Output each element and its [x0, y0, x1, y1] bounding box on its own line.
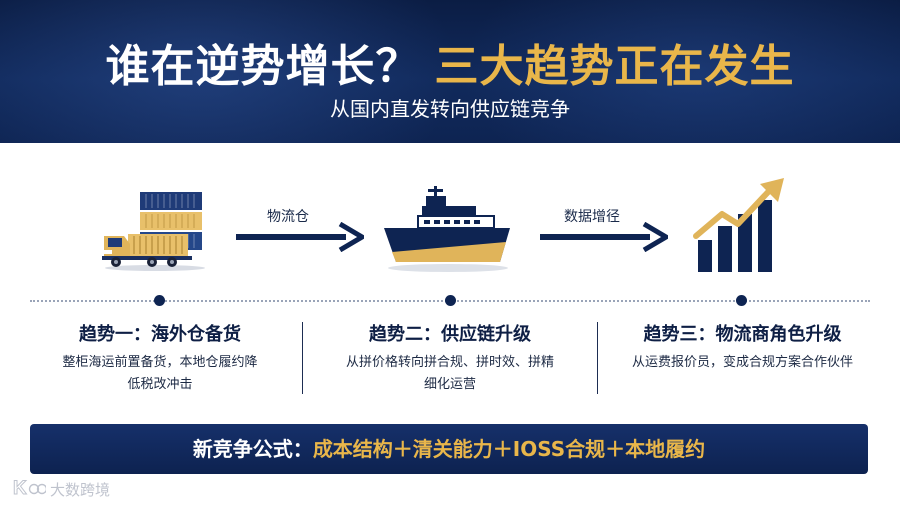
trend-3-title: 趋势三：物流商角色升级	[643, 324, 842, 345]
trend-3-desc-line1: 从运费报价员，变成合规方案合作伙伴	[631, 355, 853, 370]
trend-2-desc: 从拼价格转向拼合规、拼时效、拼精 细化运营	[305, 352, 595, 396]
trend-3-desc: 从运费报价员，变成合规方案合作伙伴	[600, 352, 885, 374]
divider-dot	[736, 295, 747, 306]
page-title: 谁在逆势增长？ 三大趋势正在发生	[0, 30, 900, 94]
formula-items: 成本结构＋清关能力＋IOSS合规＋本地履约	[312, 437, 706, 461]
column-separator	[597, 322, 598, 394]
page-title-gold: 三大趋势正在发生	[434, 41, 795, 92]
trend-1-desc-line1: 整柜海运前置备货，本地仓履约降	[62, 355, 258, 370]
trend-1-title: 趋势一：海外仓备货	[79, 324, 241, 345]
header-banner: 谁在逆势增长？ 三大趋势正在发生 从国内直发转向供应链竞争	[0, 0, 900, 143]
cargo-ship-icon	[382, 180, 517, 280]
arrow-label-warehouse: 物流仓	[267, 209, 309, 225]
arrow-label-data: 数据增径	[564, 209, 620, 225]
right-arrow-icon	[540, 221, 671, 253]
formula-prefix: 新竞争公式：	[192, 437, 313, 461]
divider-dot	[154, 295, 165, 306]
right-arrow-icon	[236, 221, 367, 253]
trend-2-desc-line1: 从拼价格转向拼合规、拼时效、拼精	[345, 355, 554, 370]
trend-1-desc: 整柜海运前置备货，本地仓履约降 低税改冲击	[20, 352, 300, 396]
formula-banner: 新竞争公式：成本结构＋清关能力＋IOSS合规＋本地履约	[30, 424, 868, 474]
page-title-white: 谁在逆势增长？	[105, 41, 421, 92]
watermark-text: 大数跨境	[50, 480, 111, 499]
trend-2-title: 趋势二：供应链升级	[369, 324, 531, 345]
trend-2-desc-line2: 细化运营	[423, 377, 476, 392]
page-subtitle: 从国内直发转向供应链竞争	[330, 97, 570, 121]
container-truck-icon	[100, 190, 210, 272]
svg-text:K: K	[13, 478, 27, 498]
trend-1-desc-line2: 低税改冲击	[127, 377, 193, 392]
divider-dot	[445, 295, 456, 306]
watermark: K 大数跨境	[12, 476, 111, 502]
k-logo-icon: K	[12, 476, 48, 502]
column-separator	[302, 322, 303, 394]
growth-chart-icon	[692, 176, 792, 276]
